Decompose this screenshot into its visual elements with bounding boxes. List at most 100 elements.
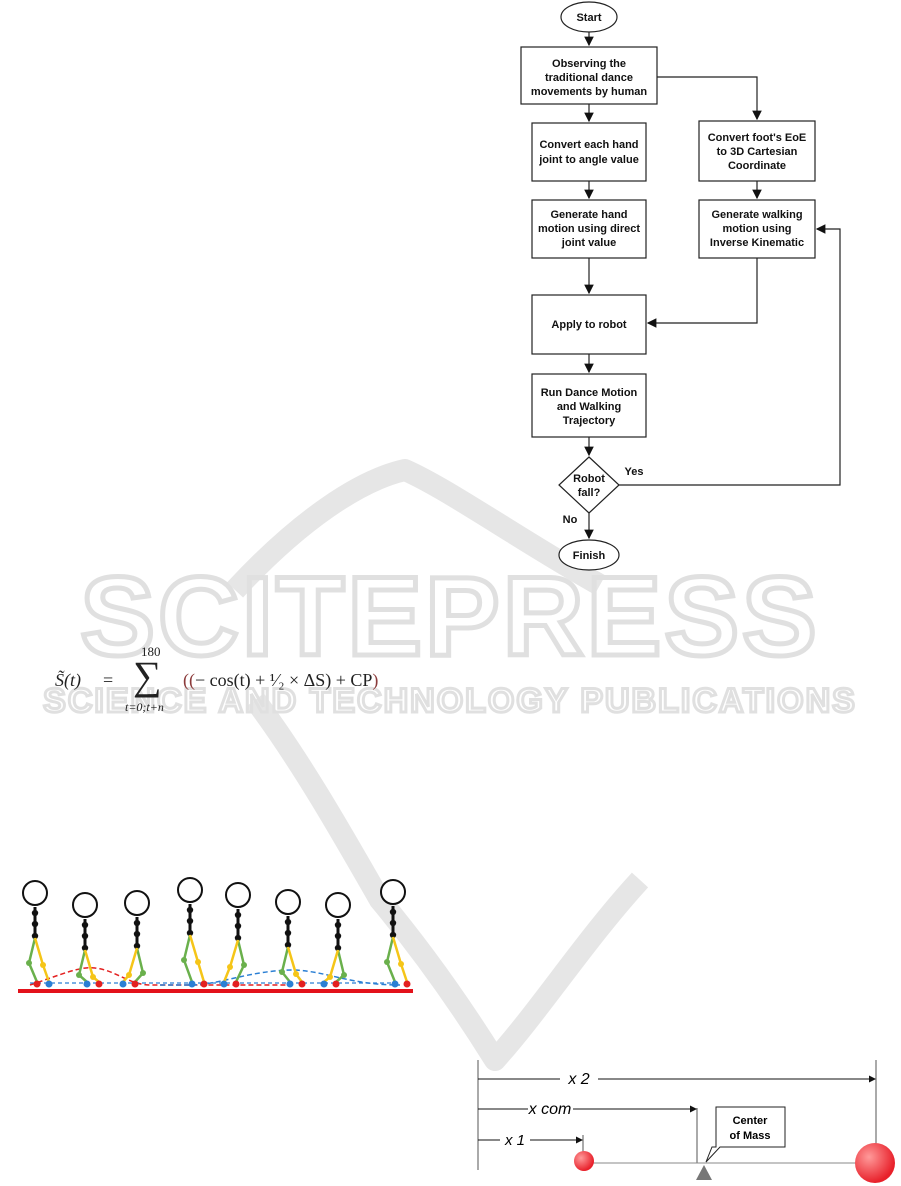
robot-knee xyxy=(398,961,404,967)
finish-label: Finish xyxy=(573,550,606,562)
equation-rhs: ((− cos(t) + ¹⁄₂ × ΔS) + CP) xyxy=(183,670,378,691)
convert-foot-line-2: to 3D Cartesian xyxy=(717,146,798,158)
robot-joint xyxy=(334,921,342,929)
x2-label: x 2 xyxy=(567,1071,589,1088)
robot-head xyxy=(72,892,98,918)
robot-foot xyxy=(95,980,103,988)
observe-box xyxy=(520,46,658,105)
robot-joint xyxy=(389,919,397,927)
robot-knee xyxy=(341,972,347,978)
robot-joint xyxy=(133,930,141,938)
robot-foot xyxy=(220,980,228,988)
gen-hand-line-3: joint value xyxy=(561,237,616,249)
run-line-3: Trajectory xyxy=(563,415,616,427)
robot-joint xyxy=(31,909,39,917)
robot-joint xyxy=(284,929,292,937)
robot-foot xyxy=(131,980,139,988)
robot-joint xyxy=(186,929,194,937)
observe-line-3: movements by human xyxy=(531,86,647,98)
convert-foot-line-3: Coordinate xyxy=(728,160,786,172)
run-line-1: Run Dance Motion xyxy=(541,387,638,399)
equation-open-paren: (( xyxy=(183,670,195,690)
gen-hand-box xyxy=(531,199,647,259)
robot-joint xyxy=(284,941,292,949)
apply-label: Apply to robot xyxy=(551,319,626,331)
robot-knee xyxy=(140,970,146,976)
convert-hand-line-1: Convert each hand xyxy=(539,139,638,151)
gen-hand-line-1: Generate hand xyxy=(550,209,627,221)
sum-symbol: ∑ xyxy=(133,653,162,698)
observe-line-1: Observing the xyxy=(552,58,626,70)
robot-knee xyxy=(195,959,201,965)
robot-foot xyxy=(286,980,294,988)
xcom-label: x com xyxy=(528,1101,572,1118)
robot-foot xyxy=(232,980,240,988)
robot-knee xyxy=(126,972,132,978)
robot-joint xyxy=(234,911,242,919)
equation-body: − cos(t) + ¹⁄₂ × ΔS) + CP xyxy=(195,670,373,690)
watermark-word: SCITEPRESS xyxy=(80,554,820,679)
robot-joint xyxy=(81,944,89,952)
convert-foot-box xyxy=(698,120,816,182)
large-mass xyxy=(855,1143,895,1183)
robot-knee xyxy=(293,971,299,977)
robot-foot xyxy=(332,980,340,988)
fulcrum-triangle xyxy=(696,1165,712,1180)
convert-foot-line-1: Convert foot's EoE xyxy=(708,132,807,144)
robot-joint xyxy=(334,932,342,940)
robot-foot xyxy=(83,980,91,988)
robot-foot xyxy=(188,980,196,988)
robot-knee xyxy=(76,972,82,978)
robot-foot xyxy=(33,980,41,988)
robot-joint xyxy=(389,908,397,916)
robot-joint xyxy=(31,920,39,928)
robot-head xyxy=(380,879,406,905)
robot-knee xyxy=(384,959,390,965)
robot-head xyxy=(275,889,301,915)
robot-joint xyxy=(81,921,89,929)
convert-hand-box xyxy=(531,122,647,182)
sum-lower-limit: t=0;t+n xyxy=(125,700,164,714)
robot-head xyxy=(22,880,48,906)
robot-foot xyxy=(119,980,127,988)
robot-head xyxy=(325,892,351,918)
callout-line-1: Center xyxy=(733,1115,769,1127)
gen-walk-box xyxy=(698,199,816,259)
gen-hand-line-2: motion using direct xyxy=(538,223,640,235)
gen-walk-line-1: Generate walking xyxy=(711,209,802,221)
no-label: No xyxy=(563,514,578,526)
robot-joint xyxy=(31,932,39,940)
start-label: Start xyxy=(576,12,601,24)
robot-joint xyxy=(186,906,194,914)
flowchart: Start Observing the traditional dance mo… xyxy=(520,1,841,571)
robot-head xyxy=(225,882,251,908)
run-box xyxy=(531,373,647,438)
decision-line-2: fall? xyxy=(578,487,601,499)
watermark-book-outline xyxy=(226,459,649,1071)
robot-foot xyxy=(200,980,208,988)
run-line-2: and Walking xyxy=(557,401,621,413)
x1-label: x 1 xyxy=(504,1132,525,1149)
small-mass xyxy=(574,1151,594,1171)
robot-knee xyxy=(279,969,285,975)
robot-knee xyxy=(227,964,233,970)
gen-walk-line-3: Inverse Kinematic xyxy=(710,237,804,249)
sum-upper-limit: 180 xyxy=(141,644,161,659)
robot-joint xyxy=(186,917,194,925)
apply-box xyxy=(531,294,647,355)
robot-joint xyxy=(334,944,342,952)
robot-joint xyxy=(389,931,397,939)
convert-hand-line-2: joint to angle value xyxy=(538,154,639,166)
com-callout xyxy=(705,1106,786,1163)
robot-knee xyxy=(26,960,32,966)
robot-foot xyxy=(45,980,53,988)
robot-knee xyxy=(90,974,96,980)
robot-head xyxy=(124,890,150,916)
observe-line-2: traditional dance xyxy=(545,72,633,84)
gen-walk-line-2: motion using xyxy=(722,223,791,235)
equation-close-paren: ) xyxy=(372,670,379,690)
robot-foot xyxy=(403,980,411,988)
robot-joint xyxy=(234,922,242,930)
